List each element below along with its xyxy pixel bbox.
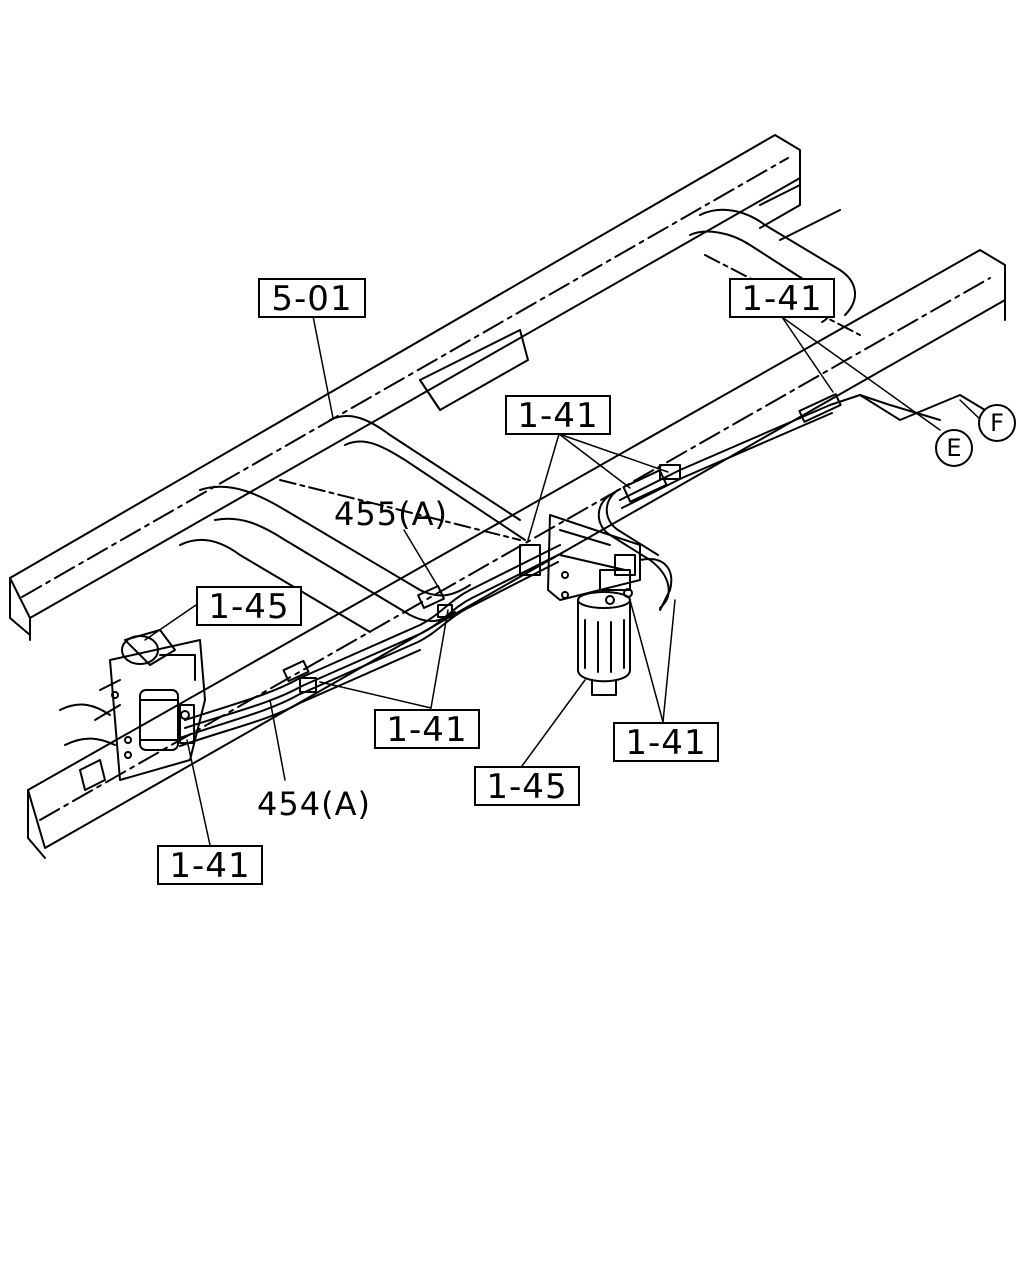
connector-e-marker: E — [935, 429, 973, 467]
fuel-pipe-454 — [184, 544, 563, 729]
callout-clip-bottom: 1-41 — [157, 845, 263, 885]
right-fuel-filter-unit — [547, 514, 673, 696]
pipe-label-455: 455(A) — [334, 495, 448, 533]
callout-clip-lower: 1-41 — [374, 709, 480, 749]
leader-lines — [144, 315, 986, 846]
callout-clip-right: 1-41 — [729, 278, 835, 318]
callout-filter-left: 1-45 — [196, 586, 302, 626]
connector-f-marker: F — [978, 404, 1016, 442]
callout-clip-mid: 1-41 — [505, 395, 611, 435]
cross-member-rear — [179, 329, 529, 633]
fuel-pipe-front — [597, 394, 986, 609]
callout-filter-right: 1-45 — [474, 766, 580, 806]
pipe-label-454: 454(A) — [257, 785, 371, 823]
left-fuel-filter-unit — [59, 629, 206, 791]
callout-clip-filter: 1-41 — [613, 722, 719, 762]
callout-frame: 5-01 — [258, 278, 366, 318]
clip-group — [179, 393, 842, 744]
left-frame-rail — [9, 134, 801, 641]
